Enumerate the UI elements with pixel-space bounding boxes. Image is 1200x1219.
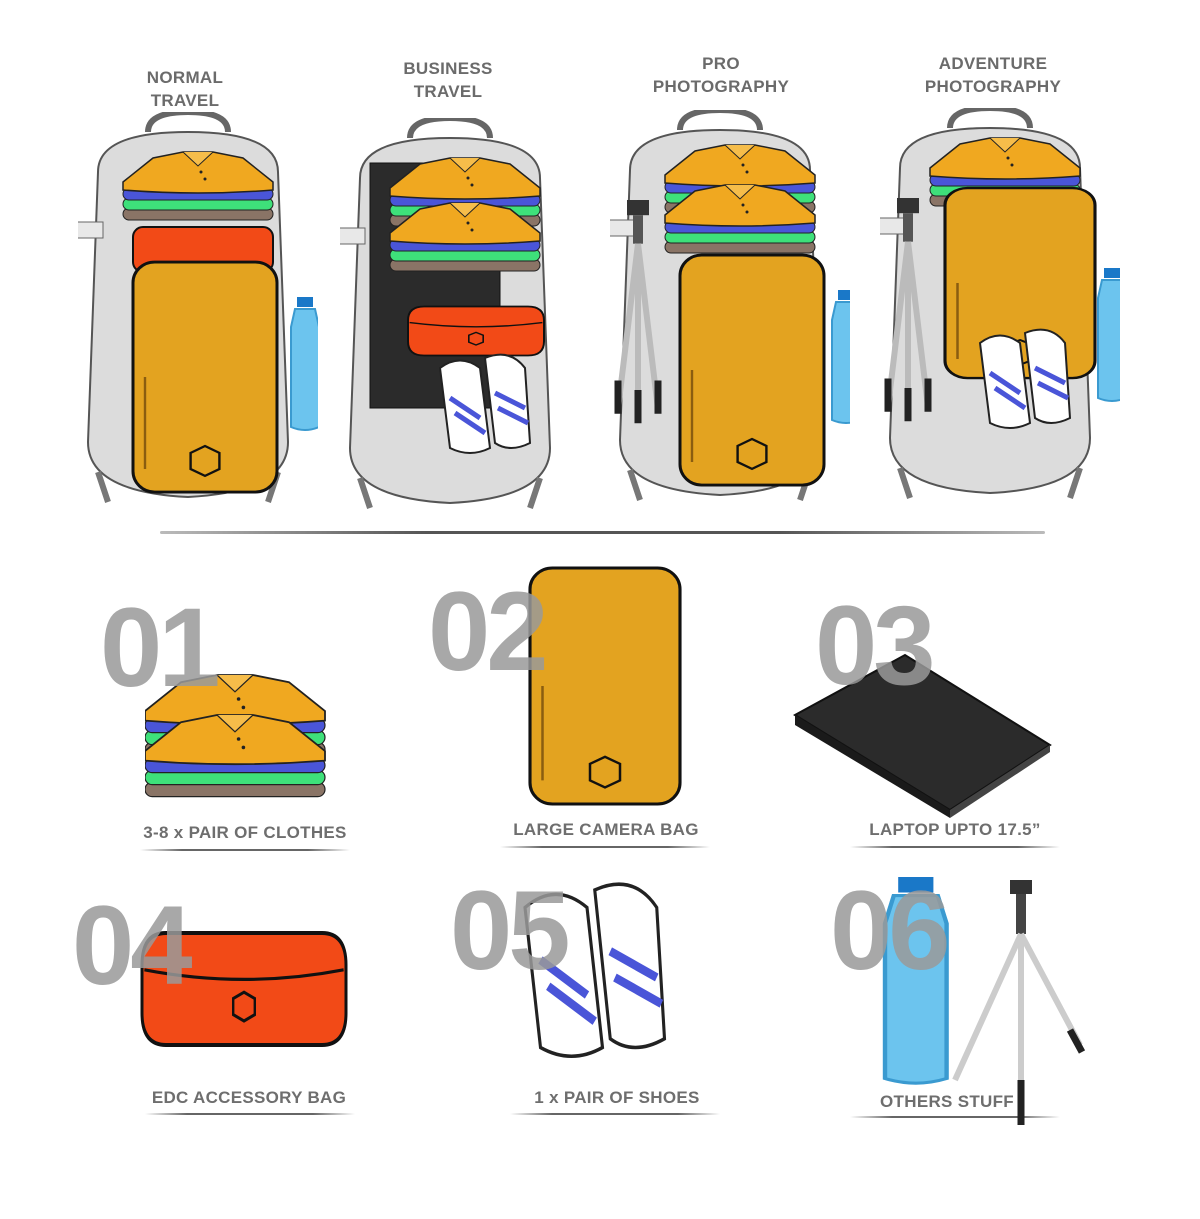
item-number: 02 bbox=[428, 569, 549, 694]
title-line: NORMAL bbox=[146, 68, 224, 87]
item-label: OTHERS STUFF bbox=[880, 1092, 1014, 1111]
title-line: TRAVEL bbox=[413, 82, 483, 101]
title-line: BUSINESS bbox=[403, 59, 493, 78]
item-label: 1 x PAIR OF SHOES bbox=[534, 1088, 700, 1107]
config-title-adventure-photography: ADVENTURE PHOTOGRAPHY bbox=[883, 52, 1103, 98]
item-number: 01 bbox=[100, 585, 221, 710]
label-underline bbox=[140, 849, 350, 851]
config-title-normal-travel: NORMAL TRAVEL bbox=[75, 66, 295, 112]
label-underline bbox=[510, 1113, 720, 1115]
item-label: LAPTOP UPTO 17.5” bbox=[869, 820, 1041, 839]
backpack-normal-travel bbox=[78, 112, 318, 507]
label-underline bbox=[850, 846, 1060, 848]
backpack-adventure-photography bbox=[880, 108, 1120, 503]
config-title-pro-photography: PRO PHOTOGRAPHY bbox=[611, 52, 831, 98]
title-line: TRAVEL bbox=[150, 91, 220, 110]
item-label: EDC ACCESSORY BAG bbox=[151, 1088, 347, 1107]
laptop-illustration bbox=[793, 653, 1052, 818]
title-line: PHOTOGRAPHY bbox=[924, 77, 1062, 96]
item-number: 05 bbox=[450, 868, 571, 993]
backpack-business-travel bbox=[340, 118, 580, 513]
label-underline bbox=[500, 846, 710, 848]
item-number: 04 bbox=[72, 883, 193, 1008]
config-title-business-travel: BUSINESS TRAVEL bbox=[338, 57, 558, 103]
backpack-pro-photography bbox=[610, 110, 850, 505]
title-line: ADVENTURE bbox=[938, 54, 1048, 73]
item-number: 03 bbox=[815, 583, 936, 708]
item-number: 06 bbox=[830, 868, 951, 993]
tripod-icon bbox=[952, 880, 1086, 1125]
item-label: LARGE CAMERA BAG bbox=[513, 820, 699, 839]
title-line: PHOTOGRAPHY bbox=[652, 77, 790, 96]
label-underline bbox=[145, 1113, 355, 1115]
title-line: PRO bbox=[702, 54, 740, 73]
section-divider bbox=[160, 531, 1045, 534]
camera-bag-illustration bbox=[528, 566, 682, 806]
bottle-and-tripod-illustration bbox=[880, 875, 1086, 1125]
label-underline bbox=[850, 1116, 1060, 1118]
item-label: 3-8 x PAIR OF CLOTHES bbox=[143, 823, 347, 842]
